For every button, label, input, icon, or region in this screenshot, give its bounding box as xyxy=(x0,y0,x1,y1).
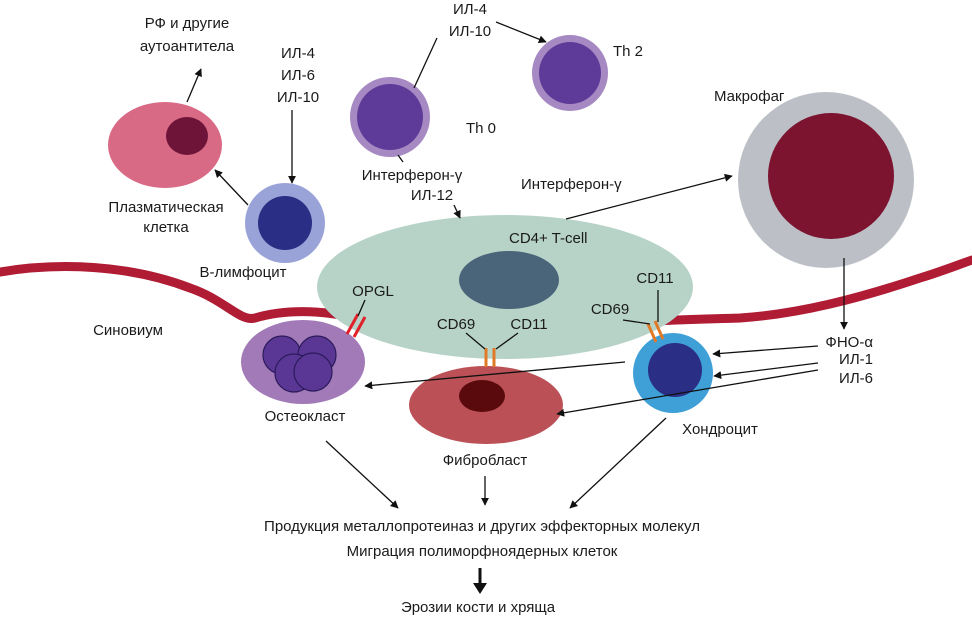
label-opgl: OPGL xyxy=(352,283,394,300)
label-il10-top: ИЛ-10 xyxy=(449,23,491,40)
label-production: Продукция металлопротеиназ и других эффе… xyxy=(264,518,700,535)
label-il6: ИЛ-6 xyxy=(839,370,873,387)
label-cd69-left: CD69 xyxy=(437,316,475,333)
label-macrophage: Макрофаг xyxy=(714,88,785,105)
label-cd11-left: CD11 xyxy=(510,316,547,333)
cd69-cd11-receptor-fibroblast xyxy=(484,348,496,367)
b-lymphocyte-nucleus xyxy=(258,196,312,250)
chondrocyte-nucleus xyxy=(648,343,702,397)
signal-arrows xyxy=(186,21,848,509)
label-b-lymphocyte: В-лимфоцит xyxy=(200,264,287,281)
label-erosion: Эрозии кости и хряща xyxy=(401,599,556,616)
label-il10-b: ИЛ-10 xyxy=(277,89,319,106)
t-cell-nucleus xyxy=(459,251,559,309)
fibroblast-nucleus xyxy=(459,380,505,412)
erosion-arrow xyxy=(473,568,487,594)
label-th2: Th 2 xyxy=(613,43,643,60)
label-fibroblast: Фибробласт xyxy=(443,452,528,469)
leader-lines xyxy=(357,37,659,350)
label-plasma-line2: клетка xyxy=(143,219,189,236)
label-tnf-alpha: ФНО-α xyxy=(825,334,873,351)
label-il6-b: ИЛ-6 xyxy=(281,67,315,84)
label-chondrocyte: Хондроцит xyxy=(682,421,758,438)
label-ifn-right: Интерферон-γ xyxy=(521,176,622,193)
plasma-cell-nucleus xyxy=(166,117,208,155)
label-rf-line2: аутоантитела xyxy=(140,38,235,55)
opgl-receptor xyxy=(345,313,367,338)
label-cd4-t-cell: CD4+ T-cell xyxy=(509,230,588,247)
th2-core xyxy=(539,42,601,104)
th0-core xyxy=(357,84,423,150)
label-th0: Th 0 xyxy=(466,120,496,137)
label-rf-line1: РФ и другие xyxy=(145,15,230,32)
label-ifn-il12-line2: ИЛ-12 xyxy=(411,187,453,204)
label-il4-top: ИЛ-4 xyxy=(453,1,487,18)
cd69-cd11-receptor-chondrocyte xyxy=(646,320,665,343)
label-il1: ИЛ-1 xyxy=(839,351,873,368)
label-osteoclast: Остеокласт xyxy=(265,408,346,425)
label-cd11-right: CD11 xyxy=(636,270,673,287)
label-synovium: Синовиум xyxy=(93,322,163,339)
label-cd69-right: CD69 xyxy=(591,301,629,318)
macrophage-nucleus xyxy=(768,113,894,239)
label-plasma-line1: Плазматическая xyxy=(108,199,223,216)
label-ifn-il12-line1: Интерферон-γ xyxy=(362,167,463,184)
label-il4-b: ИЛ-4 xyxy=(281,45,315,62)
label-migration: Миграция полиморфноядерных клеток xyxy=(347,543,618,560)
osteoclast-nuclei xyxy=(262,335,337,393)
